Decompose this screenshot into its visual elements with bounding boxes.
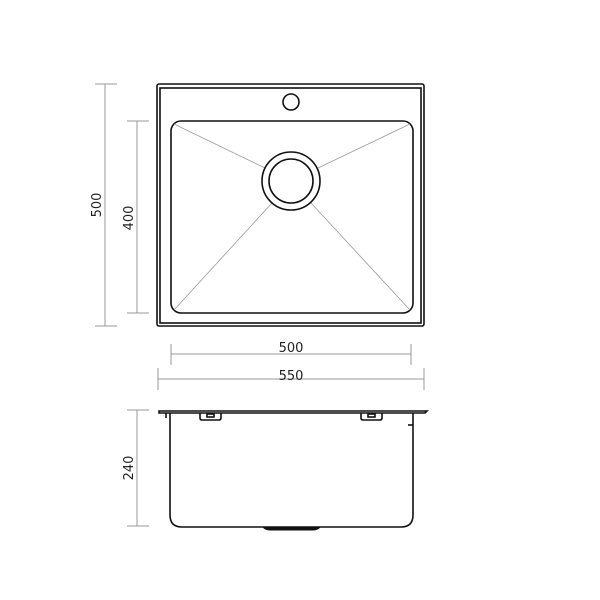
dim-label-550-horizontal: 550 (279, 369, 304, 384)
slope-line (173, 202, 273, 311)
dimension-bowl-width: 500 (170, 341, 412, 365)
dim-label-240-vertical: 240 (122, 456, 137, 481)
slope-line (317, 123, 411, 169)
mounting-clip-left (199, 413, 222, 421)
outer-rim (156, 83, 425, 327)
side-bowl (169, 413, 414, 528)
dimension-depth: 240 (122, 409, 149, 527)
side-rim (158, 410, 429, 414)
dimension-bowl-height: 400 (122, 120, 149, 314)
drain-inner-icon (268, 158, 314, 204)
dim-label-500-horizontal: 500 (279, 341, 304, 356)
slope-line (310, 202, 411, 311)
dimension-overall-width: 550 (157, 368, 425, 390)
mounting-clip-right (360, 413, 383, 421)
side-view (158, 410, 429, 531)
dim-label-400-vertical: 400 (122, 206, 137, 231)
drain-stub (262, 526, 321, 531)
drain-outer-icon (261, 151, 321, 211)
top-view (156, 83, 425, 327)
dim-label-500-vertical: 500 (90, 193, 105, 218)
inner-rim (159, 87, 422, 324)
slope-line (173, 123, 266, 169)
bowl-outline (170, 120, 414, 314)
dimension-overall-height: 500 (90, 83, 117, 327)
tap-hole-icon (282, 93, 300, 111)
